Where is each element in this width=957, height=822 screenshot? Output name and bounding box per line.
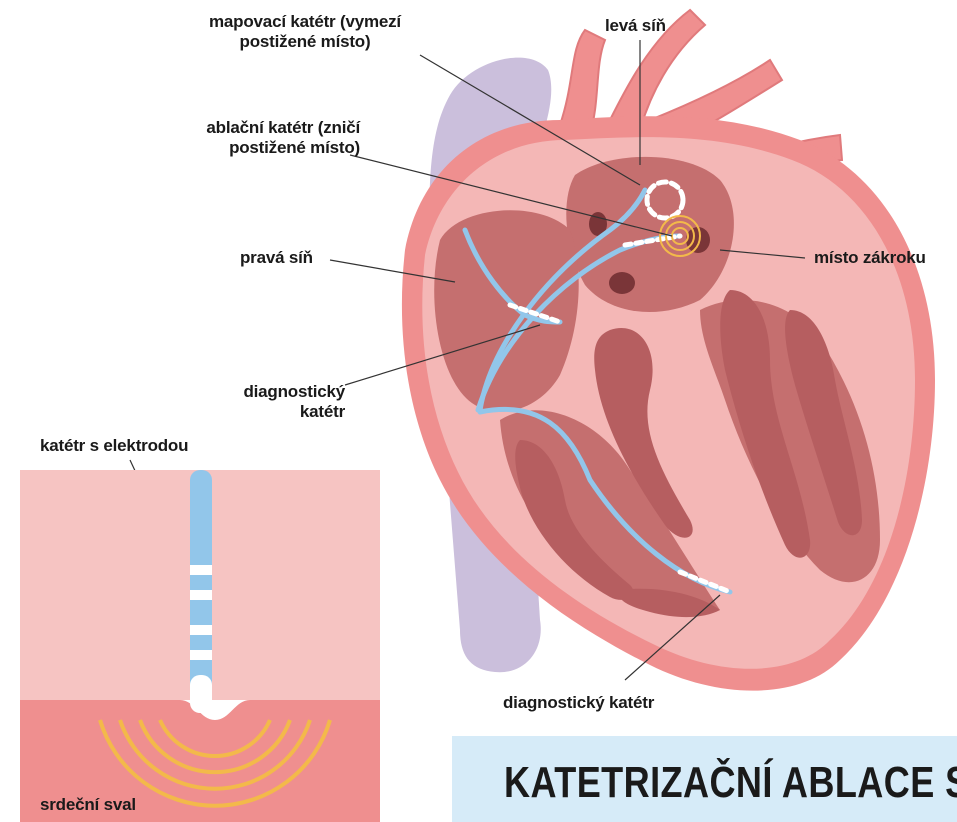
right-atrium-label: pravá síň xyxy=(240,248,313,268)
electrode-catheter-label: katétr s elektrodou xyxy=(40,436,188,456)
banner-title: KATETRIZAČNÍ ABLACE S xyxy=(504,758,957,808)
mapping-catheter-label: mapovací katétr (vymezí postižené místo) xyxy=(180,12,430,52)
heart-muscle-label: srdeční sval xyxy=(40,795,136,815)
title-banner: KATETRIZAČNÍ ABLACE S xyxy=(452,736,957,822)
pulmonary-vein-opening xyxy=(686,227,710,253)
pulmonary-vein-opening xyxy=(609,272,635,294)
diagnostic-catheter-upper-label: diagnostický katétr xyxy=(195,382,345,422)
ablation-catheter-label: ablační katétr (zničí postižené místo) xyxy=(110,118,360,158)
diagnostic-catheter-lower-label: diagnostický katétr xyxy=(503,693,654,713)
procedure-site-label: místo zákroku xyxy=(814,248,926,268)
inset-electrode-detail xyxy=(20,470,380,822)
left-atrium-label: levá síň xyxy=(605,16,666,36)
